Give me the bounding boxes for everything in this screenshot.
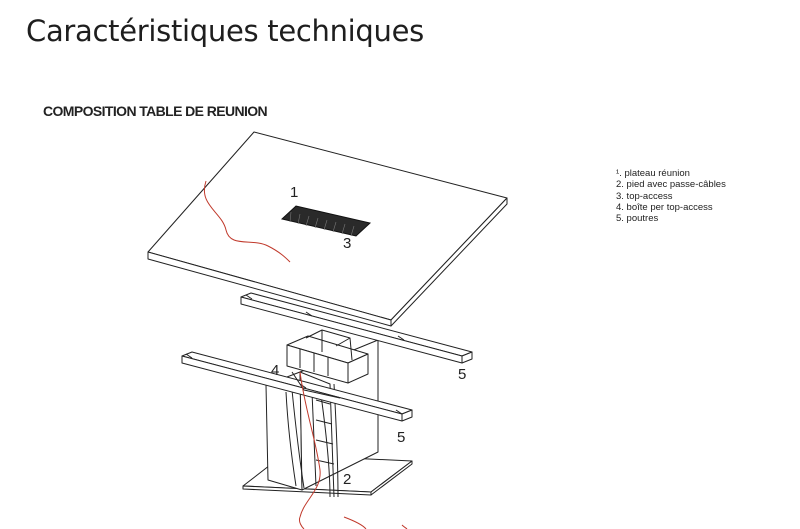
parts-legend: ¹. plateau réunion 2. pied avec passe-câ…	[616, 168, 726, 224]
callout-2: 2	[343, 471, 351, 488]
legend-item-pied: 2. pied avec passe-câbles	[616, 179, 726, 191]
legend-item-poutres: 5. poutres	[616, 213, 659, 225]
callout-5-lower: 5	[397, 429, 405, 446]
top-access-grille	[280, 205, 372, 237]
page-title: Caractéristiques techniques	[26, 14, 424, 48]
callouts: 1 3 4 5 5 2	[271, 184, 466, 488]
legend-item-plateau: ¹. plateau réunion	[616, 168, 690, 179]
callout-5-upper: 5	[458, 366, 466, 383]
callout-1: 1	[290, 184, 298, 201]
top-access-box	[286, 329, 369, 399]
beam-front	[181, 351, 413, 422]
callout-4: 4	[271, 362, 279, 379]
section-heading: COMPOSITION TABLE DE REUNION	[43, 103, 268, 119]
cables	[203, 180, 408, 529]
beam-back	[240, 292, 473, 364]
legend-item-boite: 4. boîte per top-access	[616, 201, 713, 213]
legend-item-top-access: 3. top-access	[616, 190, 673, 202]
callout-3: 3	[343, 235, 351, 252]
